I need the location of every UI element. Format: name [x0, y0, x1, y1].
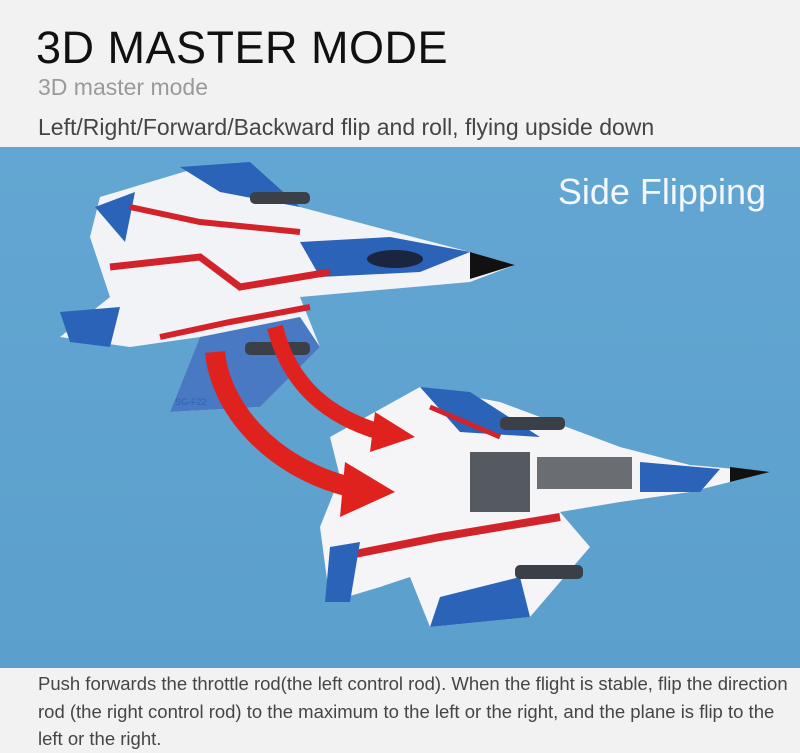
product-image-stage: SG-F22 Side Flipping	[0, 147, 800, 668]
page-subtitle: 3D master mode	[38, 74, 209, 100]
side-flipping-label: Side Flipping	[557, 171, 766, 212]
feature-description: Left/Right/Forward/Backward flip and rol…	[38, 114, 655, 140]
page-title: 3D MASTER MODE	[36, 22, 449, 73]
planes-illustration: SG-F22	[60, 162, 770, 627]
plane-model-label: SG-F22	[175, 397, 207, 407]
plane-lower	[320, 387, 770, 627]
flip-arrows	[205, 324, 415, 517]
instructions-text: Push forwards the throttle rod(the left …	[38, 673, 788, 749]
